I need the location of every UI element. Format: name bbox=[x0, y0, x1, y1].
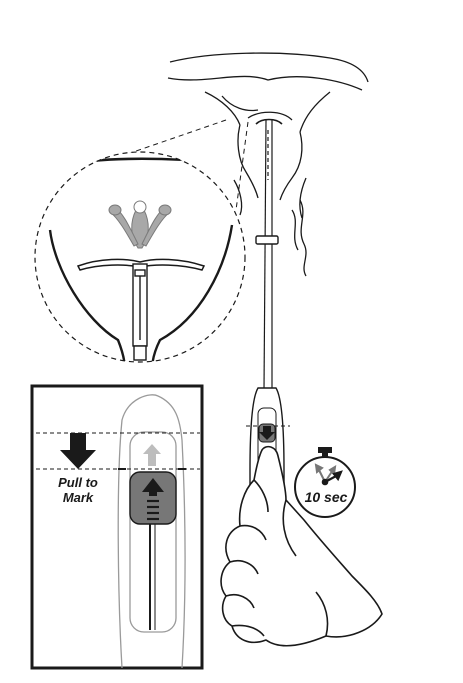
pull-label-line1: Pull to bbox=[58, 475, 98, 490]
pull-arrow-down bbox=[60, 433, 96, 469]
iud-arms bbox=[108, 200, 172, 249]
pull-label-line2: Mark bbox=[63, 490, 94, 505]
flange bbox=[255, 235, 279, 245]
slider-arrow-up bbox=[142, 478, 164, 496]
timer-label: 10 sec bbox=[305, 489, 348, 505]
magnified-tube bbox=[132, 263, 148, 361]
magnified-view bbox=[34, 151, 246, 363]
ghost-arrow-up bbox=[143, 444, 161, 466]
stopwatch-icon: 10 sec bbox=[294, 447, 356, 518]
gloved-hand bbox=[220, 445, 383, 647]
slider bbox=[129, 471, 177, 525]
inserter-tube bbox=[255, 118, 283, 391]
uterus-anatomy bbox=[167, 52, 369, 277]
slider-grip bbox=[147, 499, 159, 521]
handle-detail-inset: Pull to Mark bbox=[30, 384, 204, 670]
